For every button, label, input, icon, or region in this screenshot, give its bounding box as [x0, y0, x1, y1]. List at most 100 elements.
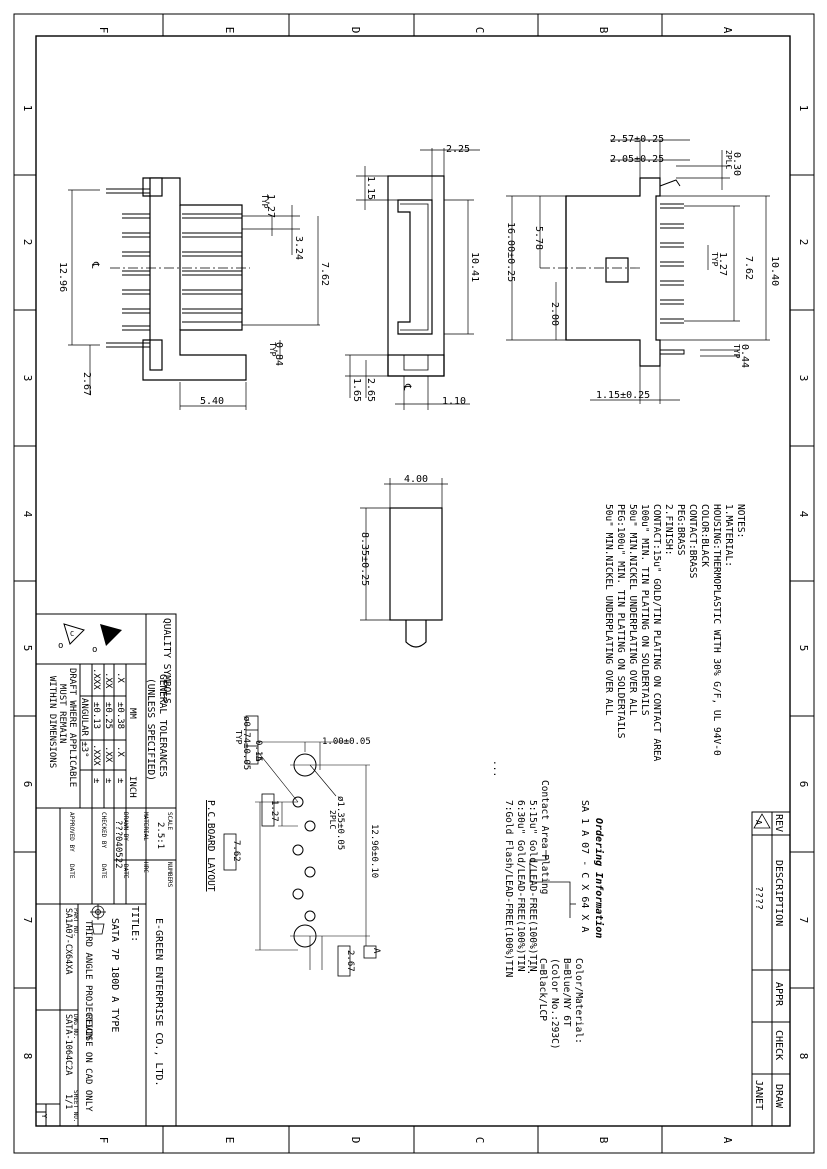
revision-block-text: REV DESCRIPTION APPR CHECK DRAW A ???? J… — [753, 814, 784, 1110]
col-top-b: B — [597, 27, 610, 34]
dwg-no-label: DWG NO. — [72, 1014, 79, 1039]
row-right-7: 7 — [797, 917, 810, 924]
col-bot-f: F — [97, 1137, 110, 1144]
revise-label: REVISE ON CAD ONLY — [83, 1014, 93, 1112]
tol-row1-col4: ± — [115, 778, 125, 784]
drawn-by-value: ??? — [113, 820, 123, 836]
dim-1-27-pcb: 1.27 — [269, 800, 279, 822]
ordering-title: Ordering Information — [593, 818, 605, 938]
dim-typ-right: TYP — [710, 252, 719, 267]
dim-2-05: 2.05±0.25 — [610, 154, 664, 165]
row-left-7: 7 — [21, 917, 34, 924]
quality-symbol-dot-icon-2: o — [92, 645, 97, 655]
dim-3-24: 3.24 — [293, 236, 304, 260]
col-bot-c: C — [473, 1137, 486, 1144]
inch-label: INCH — [127, 776, 137, 798]
note-line: PEG:100u" MIN. TIN PLATING ON SOLDERTAIL… — [615, 504, 626, 739]
dim-typ: TYP — [260, 194, 269, 209]
tolerance-value: 0.15 — [253, 740, 263, 762]
pcb-layout-dims: ø0.74±0.05 TYP 0.15 A 1.00±0.05 ø1.35±0.… — [205, 716, 381, 972]
dim-12-96: 12.96 — [57, 262, 68, 292]
dim-2-25: 2.25 — [446, 144, 470, 155]
dim-1-15-right: 1.15±0.25 — [596, 390, 650, 401]
part-no-label: PART NO. — [72, 908, 79, 937]
material-label: MATERIAL — [142, 812, 149, 841]
dim-0-44: 0.44 — [739, 344, 750, 368]
description-value: ???? — [753, 886, 764, 910]
row-right-5: 5 — [797, 645, 810, 652]
col-top-a: A — [721, 27, 734, 34]
dim-2plc-pcb: 2PLC — [328, 810, 337, 829]
note-line: NOTES: — [735, 504, 746, 538]
tol-row2-col2: ±0.25 — [103, 702, 113, 729]
dim-10-40: 10.40 — [769, 256, 780, 286]
dim-0-84: 0.84 — [273, 342, 284, 366]
rev-header: REV — [773, 814, 784, 832]
note-line: CONTACT:BRASS — [687, 504, 698, 579]
dim-0-74: ø0.74±0.05 — [241, 716, 251, 770]
dim-2plc: 2PLC — [724, 150, 733, 169]
draft-note-2: MUST REMAIN — [57, 684, 67, 744]
col-bot-e: E — [223, 1137, 236, 1144]
dim-2-00: 2.00 — [549, 302, 560, 326]
color-line: Color/Material: — [573, 958, 584, 1044]
dim-12-96-pcb: 12.96±0.10 — [369, 824, 379, 878]
color-line: C=Black/LCP — [537, 958, 548, 1021]
col-top-c: C — [473, 27, 486, 34]
angular-tolerance: ANGULAR ±3° — [79, 698, 89, 758]
general-tolerances: GENERAL TOLERANCES — [157, 674, 168, 777]
centerline-symbol: ℄ — [89, 261, 100, 269]
date-label-2: DATE — [100, 864, 107, 879]
hrc-label: HRC — [142, 862, 149, 873]
tol-row2-col3: .XX — [103, 746, 113, 763]
appr-header: APPR — [773, 982, 784, 1007]
col-top-f: F — [97, 27, 110, 34]
datum-a: A — [253, 756, 263, 762]
tol-row2-col4: ± — [103, 778, 113, 784]
note-line: 1.MATERIAL: — [723, 504, 734, 567]
dim-7-62-right: 7.62 — [743, 256, 754, 280]
notes: NOTES: 1.MATERIAL: HOUSING:THERMOPLASTIC… — [603, 504, 746, 762]
third-angle-projection-icon — [90, 904, 106, 935]
quality-symbol-c-icon: C — [70, 630, 74, 638]
dim-1-27-right: 1.27 — [717, 252, 728, 276]
side-view-right-dims: 2.57±0.25 2.05±0.25 0.30 2PLC 5.78 16.00… — [505, 134, 780, 401]
company-name: E-GREEN ENTERPRISE CO., LTD. — [153, 918, 164, 1087]
scale-label: SCALE — [166, 812, 173, 830]
side-view-left-dims: 1.27 TYP 3.24 7.62 12.96 ℄ 0.84 TYP 2.67… — [57, 194, 330, 407]
tol-row1-col1: .X — [115, 672, 125, 683]
plating-option: 6:30u" Gold/LEAD-FREE(100%)TIN — [515, 800, 526, 972]
dim-2-65: 2.65 — [365, 378, 376, 402]
dim-16-00: 16.00±0.25 — [505, 222, 516, 282]
ordering-info: Ordering Information SA 1 A 07 - C X 64 … — [491, 760, 605, 1050]
revision-triangle-icon — [753, 813, 771, 829]
plating-label: Contact Area Plating — [539, 780, 550, 894]
row-left-2: 2 — [21, 239, 34, 246]
check-header: CHECK — [773, 1030, 784, 1060]
sheet-no-label: SHEET NO. — [72, 1090, 79, 1123]
dim-typ-right-2: TYP — [732, 344, 741, 359]
note-line: PEG:BRASS — [675, 504, 686, 556]
dim-1-35: ø1.35±0.05 — [335, 796, 345, 850]
centerline-symbol-mid: ℄ — [401, 383, 412, 391]
title-block-text: QUALITY SYMBOLS GENERAL TOLERANCES (UNLE… — [40, 618, 173, 1123]
checked-by-label: CHECKED BY — [100, 812, 107, 849]
row-left-8: 8 — [21, 1053, 34, 1060]
title-label: TITLE: — [129, 906, 140, 942]
tol-row1-col3: .X — [115, 746, 125, 757]
front-view-middle — [345, 148, 480, 410]
dim-1-65: 1.65 — [351, 378, 362, 402]
zone-ticks — [14, 14, 814, 1153]
dim-10-41: 10.41 — [469, 252, 480, 282]
col-top-d: D — [349, 27, 362, 34]
dim-5-40: 5.40 — [200, 396, 224, 407]
dim-5-78: 5.78 — [533, 226, 544, 250]
scale-value: 2.5:1 — [155, 822, 165, 849]
row-right-6: 6 — [797, 781, 810, 788]
dim-0-30: 0.30 — [731, 152, 742, 176]
col-top-e: E — [223, 27, 236, 34]
note-line: COLOR:BLACK — [699, 504, 710, 567]
title-block — [35, 613, 177, 1127]
note-line: HOUSING:THERMOPLASTIC WITH 30% G/F, UL 9… — [711, 504, 722, 756]
